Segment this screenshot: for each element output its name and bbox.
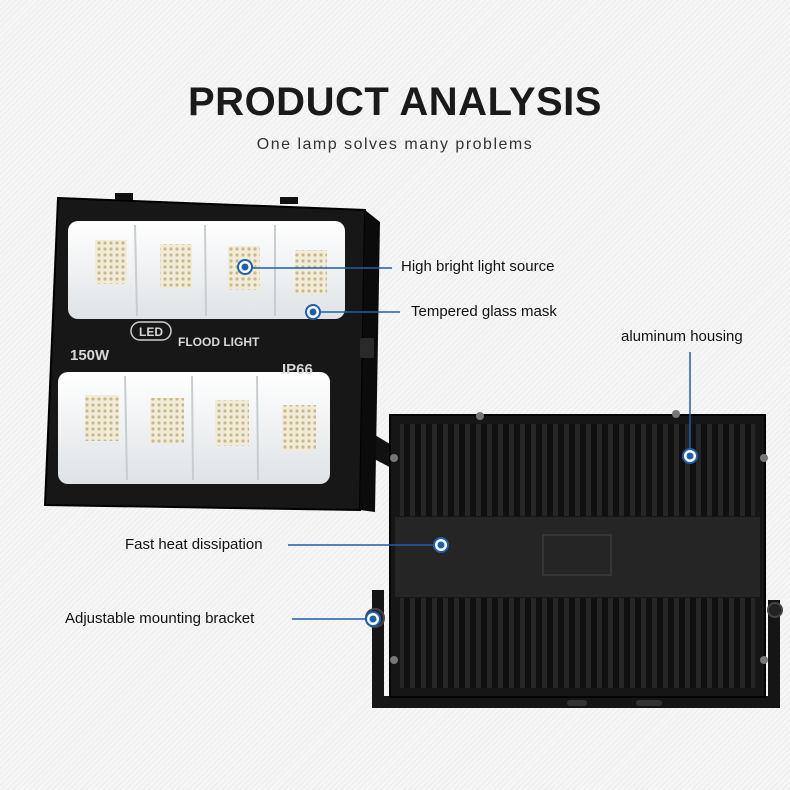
page-title: PRODUCT ANALYSIS [188,80,602,124]
heat-fins-upper [400,424,755,516]
cable-gland-icon [360,338,374,358]
flood-light-text: FLOOD LIGHT [178,335,260,349]
lamp-back [365,410,783,708]
led-badge-frame [130,321,172,341]
callout-light-source: High bright light source [401,258,555,275]
page-subtitle: One lamp solves many problems [256,136,534,153]
callout-glass-mask: Tempered glass mask [411,303,557,320]
callout-housing: aluminum housing [621,328,743,345]
ip-rating-text: IP66 [282,361,313,378]
led-chips-lower [85,375,316,481]
driver-plate [395,517,760,597]
callout-heat: Fast heat dissipation [125,536,263,553]
heat-fins-lower [400,598,755,688]
lamp-front: LED FLOOD LIGHT 150W IP66 [43,193,400,512]
callout-bracket: Adjustable mounting bracket [65,610,255,627]
led-badge: LED [139,325,163,339]
callout-lines [237,259,698,627]
wattage-text: 150W [70,347,110,364]
